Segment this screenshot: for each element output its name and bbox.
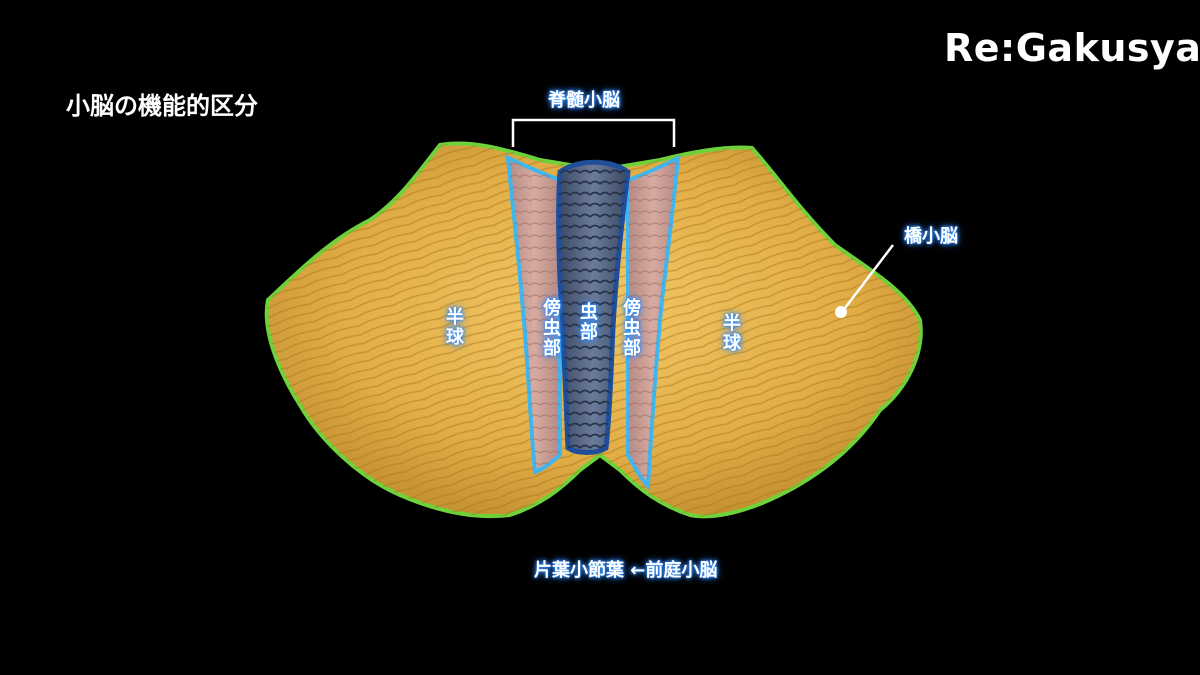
spinocerebellum-bracket [511,118,676,147]
label-spinocerebellum: 脊髄小脳 [548,90,620,111]
label-paravermis-right: 傍虫部 [620,298,641,358]
vermis [556,159,631,455]
pontocerebellum-pointer [835,244,894,318]
label-hemisphere-right: 半球 [720,313,741,353]
brand-logo: Re:Gakusya [944,26,1200,70]
label-flocculonodular: 片葉小節葉 ←前庭小脳 [534,560,718,581]
label-hemisphere-left: 半球 [443,307,464,347]
label-pontocerebellum: 橋小脳 [904,226,958,247]
label-vermis: 虫部 [577,302,598,342]
label-paravermis-left: 傍虫部 [540,298,561,358]
page-title: 小脳の機能的区分 [66,92,258,120]
paravermis [505,154,681,491]
